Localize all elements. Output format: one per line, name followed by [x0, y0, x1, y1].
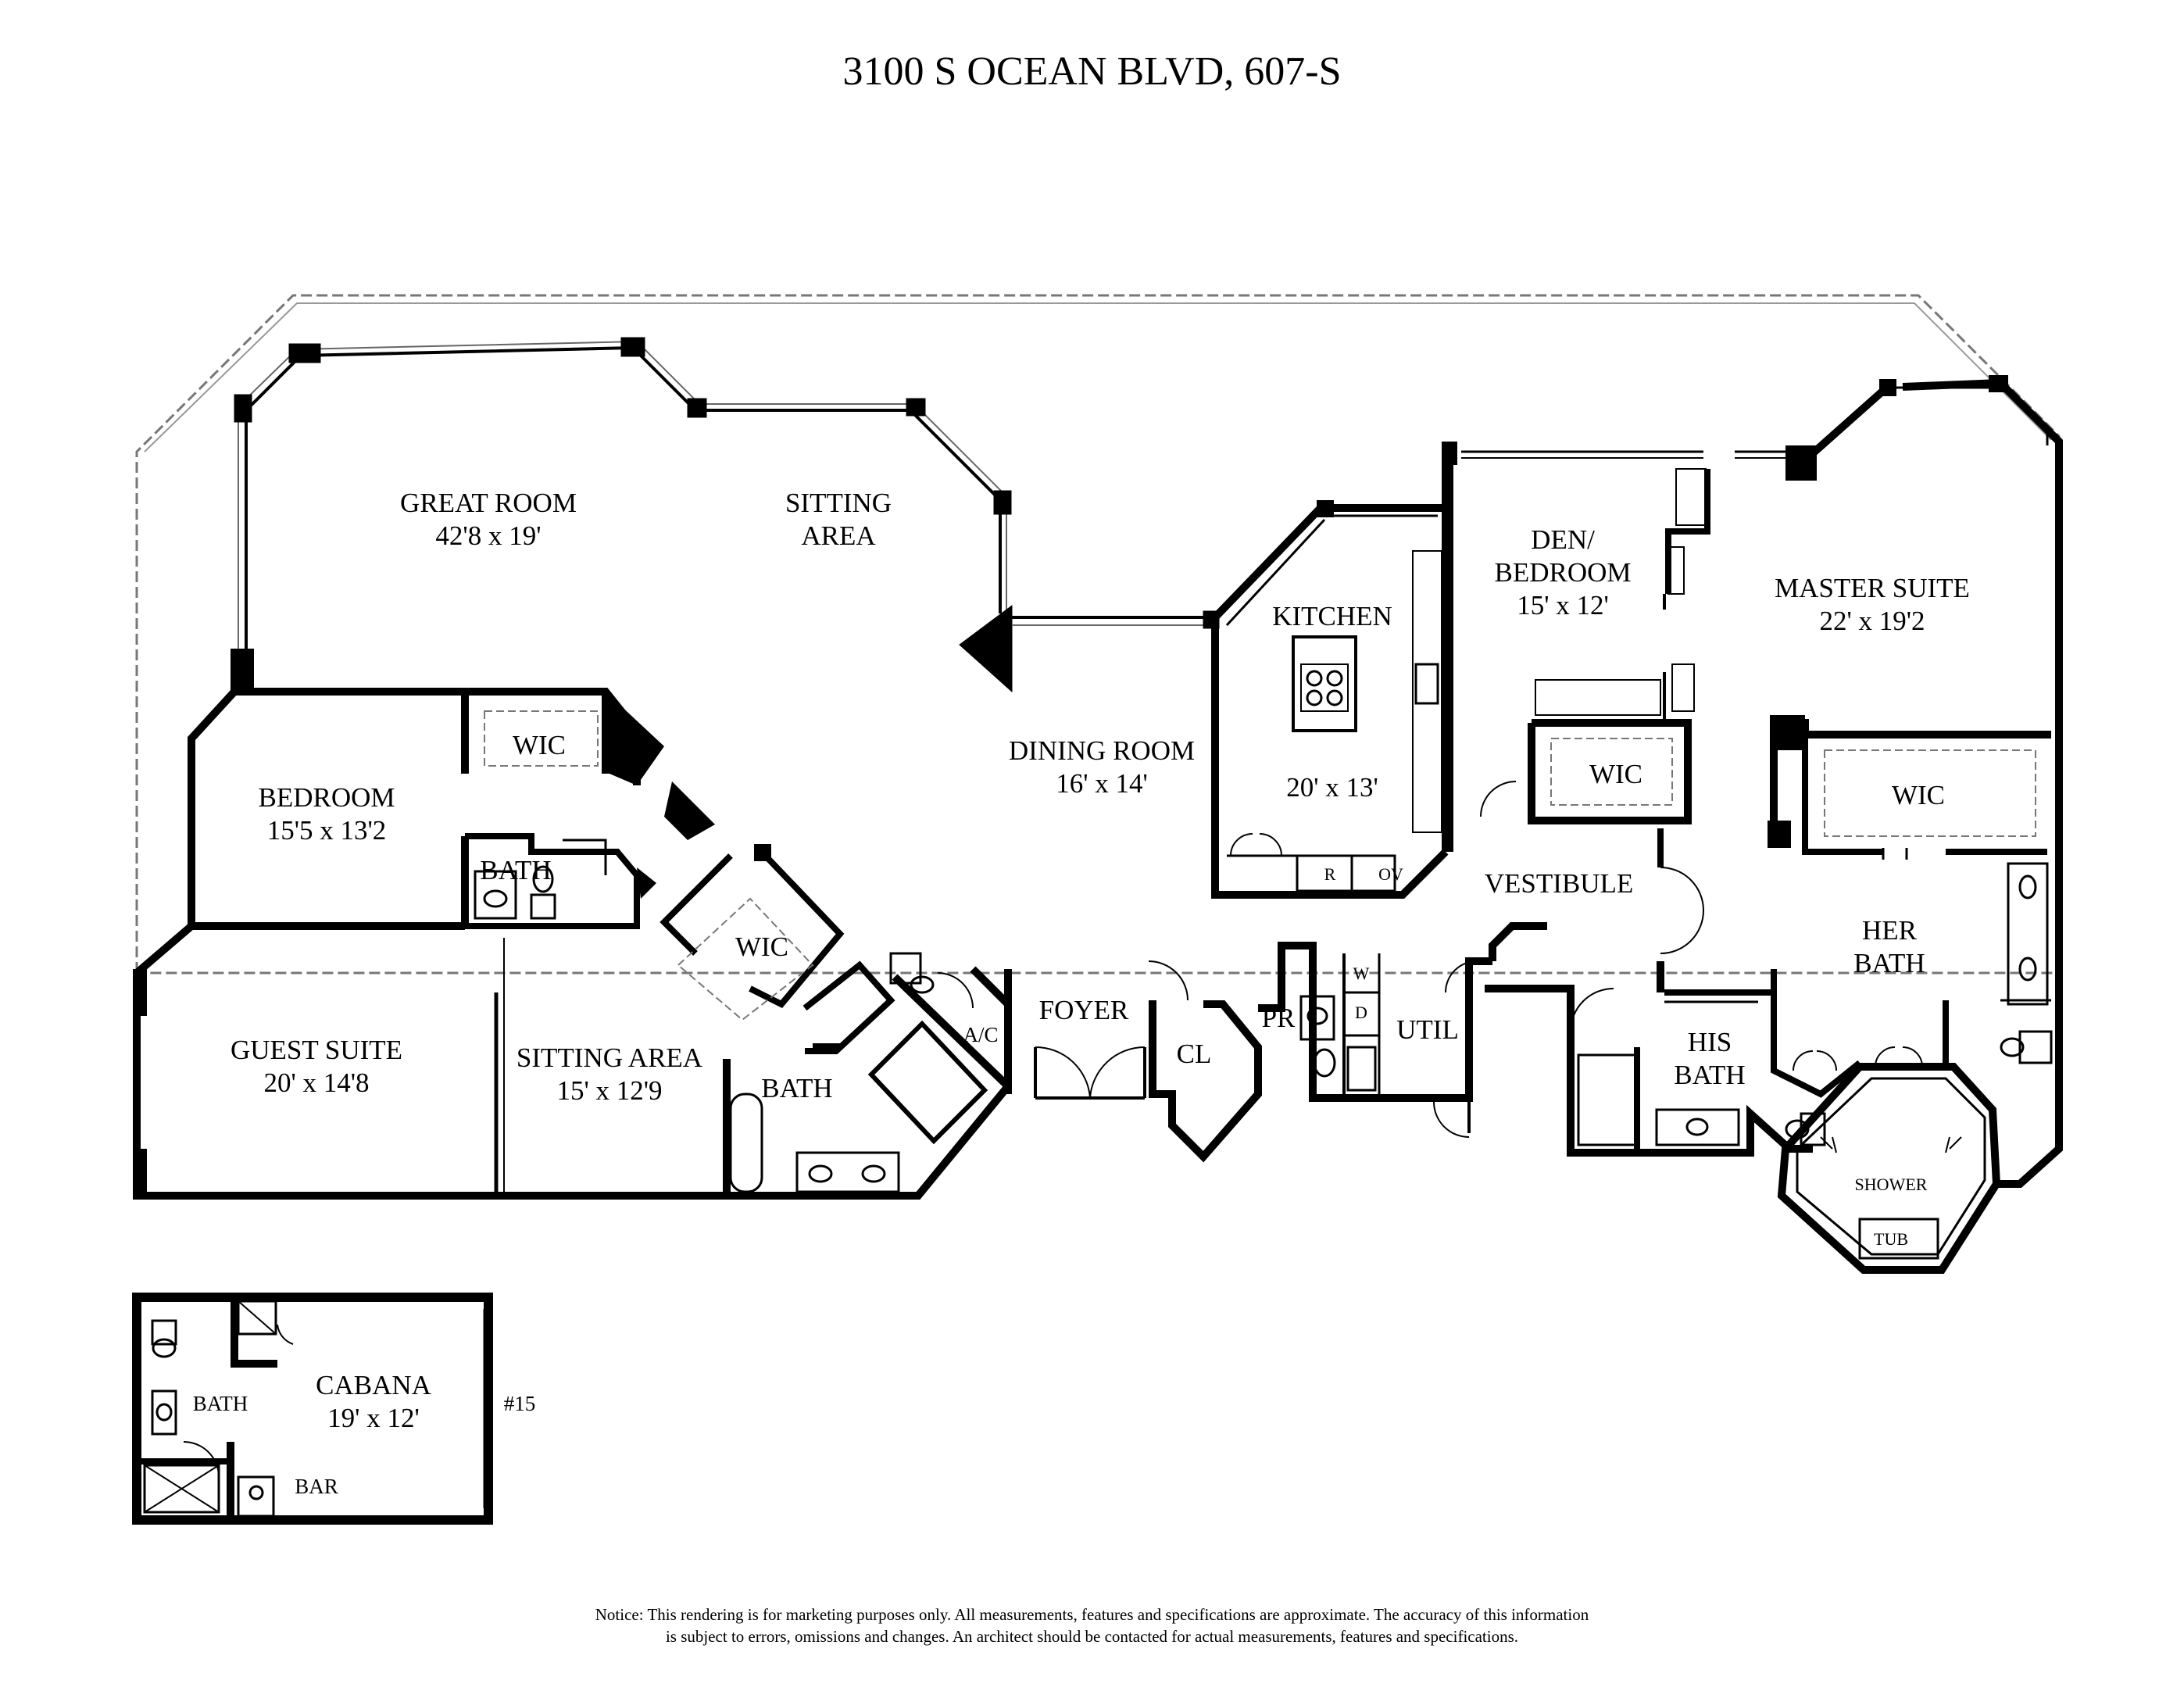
- appliance-label-oven: OV: [1378, 864, 1403, 884]
- foyer-walls: [937, 942, 1492, 1163]
- master-suite-walls: [1660, 375, 2063, 1188]
- lower-bath-walls: [1485, 922, 2001, 1274]
- bedroom-block-walls: [188, 649, 715, 930]
- great-room-walls: [234, 337, 1220, 693]
- room-label-great-room: GREAT ROOM 42'8 x 19': [400, 488, 577, 551]
- kitchen-walls: [1211, 445, 1449, 899]
- fixture-label-shower: SHOWER: [1854, 1175, 1928, 1194]
- balcony-inner-line: [144, 302, 2052, 452]
- room-label-her-bath: HER BATH: [1853, 915, 1925, 978]
- guest-wing-walls: [133, 844, 1011, 1200]
- appliance-label-washer: W: [1353, 964, 1370, 983]
- room-label-wic-bedroom: WIC: [512, 730, 567, 760]
- room-label-util: UTIL: [1396, 1014, 1459, 1045]
- room-label-bath-guest: BATH: [761, 1073, 833, 1103]
- room-label-sitting-area: SITTING AREA: [785, 488, 892, 551]
- disclaimer-notice: Notice: This rendering is for marketing …: [0, 1604, 2184, 1647]
- room-label-kitchen: KITCHEN: [1272, 601, 1392, 631]
- room-label-cabana: CABANA 19' x 12': [316, 1370, 431, 1433]
- cabana-walls: [132, 1293, 493, 1525]
- room-label-his-bath: HIS BATH: [1674, 1027, 1746, 1090]
- room-label-sitting-area-guest: SITTING AREA 15' x 12'9: [516, 1042, 703, 1106]
- room-label-bath-bedroom: BATH: [480, 855, 552, 885]
- balcony-outline: [135, 294, 2061, 975]
- room-label-kitchen-dims: 20' x 13': [1286, 772, 1378, 803]
- room-label-wic-master: WIC: [1891, 780, 1946, 810]
- cabana-number: #15: [503, 1392, 536, 1415]
- room-label-cabana-bar: BAR: [295, 1475, 338, 1498]
- appliance-label-dryer: D: [1355, 1003, 1367, 1022]
- room-label-bedroom: BEDROOM 15'5 x 13'2: [258, 782, 395, 846]
- room-label-ac: A/C: [963, 1023, 999, 1046]
- den-walls: [1442, 442, 1710, 867]
- room-label-dining-room: DINING ROOM 16' x 14': [1008, 735, 1196, 799]
- room-label-den-bedroom: DEN/ BEDROOM 15' x 12': [1494, 524, 1632, 620]
- disclaimer-line-1: Notice: This rendering is for marketing …: [595, 1605, 1589, 1624]
- fixture-label-tub: TUB: [1874, 1229, 1908, 1249]
- appliance-label-refrigerator: R: [1324, 864, 1336, 884]
- disclaimer-line-2: is subject to errors, omissions and chan…: [665, 1627, 1519, 1646]
- room-label-guest-suite: GUEST SUITE 20' x 14'8: [230, 1035, 403, 1098]
- room-label-pr: PR: [1261, 1003, 1296, 1033]
- room-label-master-suite: MASTER SUITE 22' x 19'2: [1775, 573, 1970, 636]
- room-label-wic-sitting: WIC: [735, 932, 789, 962]
- room-label-cabana-bath: BATH: [192, 1392, 248, 1415]
- page-title: 3100 S OCEAN BLVD, 607-S: [842, 49, 1342, 94]
- room-label-vestibule: VESTIBULE: [1484, 868, 1634, 899]
- room-label-wic-den: WIC: [1589, 759, 1643, 789]
- room-label-cl: CL: [1176, 1039, 1212, 1069]
- room-label-foyer: FOYER: [1038, 995, 1129, 1025]
